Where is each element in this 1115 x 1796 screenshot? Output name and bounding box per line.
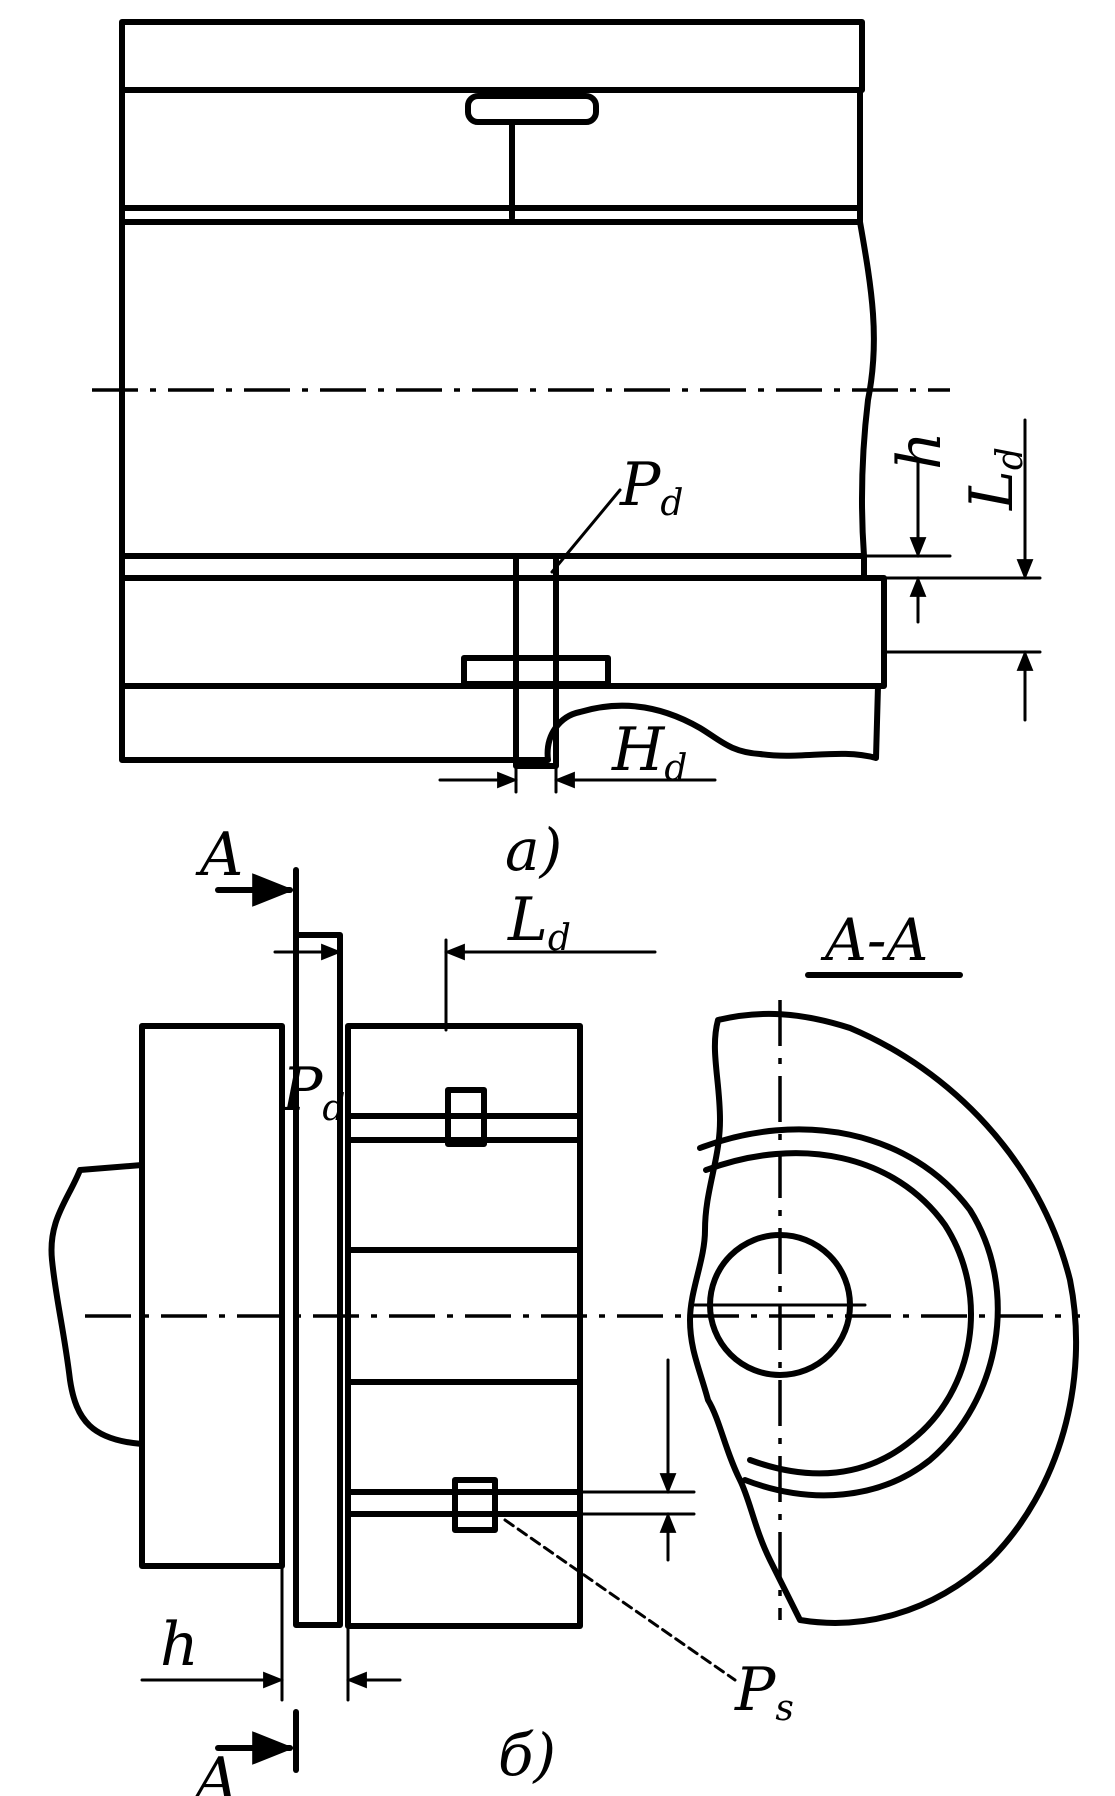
a-h-label: h: [885, 431, 955, 470]
b-h-label: h: [160, 1610, 199, 1680]
b-left-boss: [48, 1162, 145, 1447]
b-hub-upper-inner: [345, 1137, 583, 1253]
b-pd-label: Pd: [281, 1055, 345, 1129]
b-section-ring-outer: [697, 1126, 1001, 1499]
b-hub-upper-gap: [345, 1113, 583, 1143]
b-hub-lower-notch: [452, 1477, 498, 1533]
b-ld-label: Ld: [507, 885, 571, 959]
a-top-slot: [465, 93, 599, 125]
a-hd-label: Hd: [611, 715, 687, 789]
view-b: A Ld Pd: [48, 820, 1080, 1796]
b-hub-lower-outer: [345, 1511, 583, 1629]
b-hub-upper-notch: [445, 1087, 487, 1147]
a-top-gap-strip: [119, 205, 863, 225]
a-bottom-inner-layer: [119, 575, 887, 689]
a-pd-label: Pd: [619, 450, 683, 524]
b-ps-label: Ps: [734, 1655, 794, 1729]
caption-b: б): [498, 1721, 556, 1789]
b-section-a-bottom-label: A: [190, 1745, 238, 1796]
b-section-a-top-label: A: [195, 820, 243, 890]
b-left-body: [139, 1023, 285, 1569]
a-bottom-outer-layer: [119, 683, 881, 763]
b-thin-plate: [293, 932, 343, 1628]
view-a: Pd h Ld Hd a): [92, 19, 1042, 884]
a-ld-label: Ld: [957, 447, 1031, 511]
b-hub-lower-gap: [345, 1489, 583, 1517]
a-bottom-slot: [461, 655, 611, 687]
a-top-outer-layer: [119, 19, 865, 93]
b-section-outer-arc: [687, 1010, 1080, 1626]
a-pd-leader: [550, 488, 622, 574]
b-hub-upper-outer: [345, 1023, 583, 1119]
b-ps-leader: [503, 1518, 737, 1682]
a-bottom-gap-strip: [119, 553, 867, 581]
caption-a: a): [505, 816, 562, 884]
a-top-inner-layer: [119, 87, 863, 211]
b-section-ring-inner: [703, 1150, 974, 1477]
b-section-title: A-A: [820, 906, 928, 974]
b-hub-lower-inner: [345, 1379, 583, 1495]
